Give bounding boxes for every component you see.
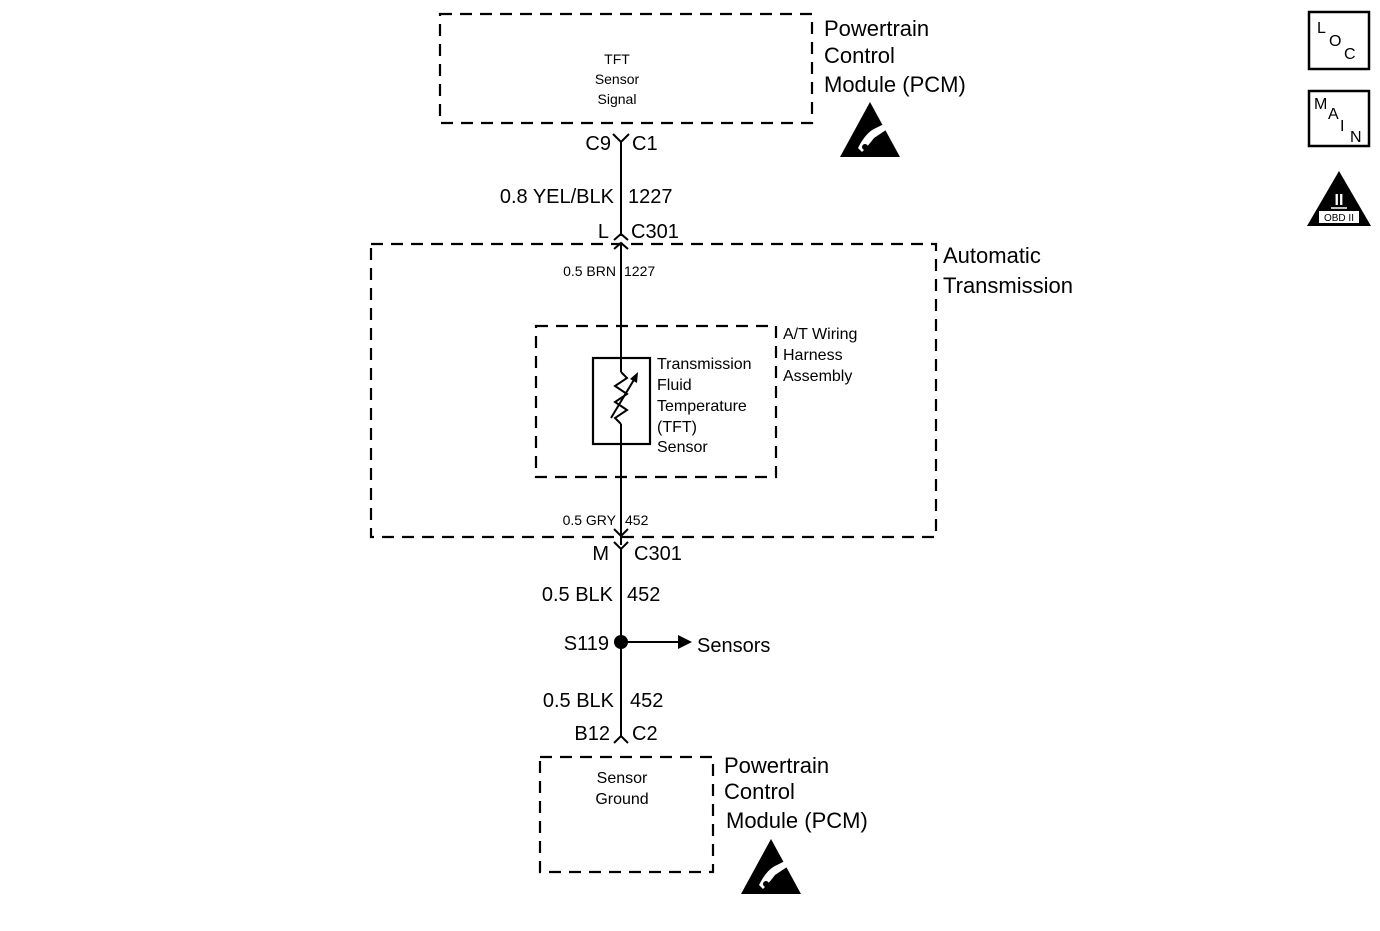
pcm-bottom-module: Sensor Ground Powertrain Control Module … xyxy=(538,753,868,894)
pcm-top-pin: C9 xyxy=(585,133,611,155)
pcm-bottom-box xyxy=(538,755,715,874)
wire-inner-bottom-gauge-color: 0.5 GRY xyxy=(563,512,617,528)
c301-bottom-pin: M xyxy=(592,543,609,565)
pcm-bottom-signal-line-1: Sensor xyxy=(597,770,648,787)
esd-warning-icon xyxy=(840,102,900,157)
wire-top-gauge-color: 0.8 YEL/BLK xyxy=(500,186,615,208)
pcm-bottom-label-line-1: Powertrain xyxy=(724,753,829,778)
harness-box xyxy=(534,324,778,479)
pcm-top-connector: C1 xyxy=(632,133,658,155)
pcm-top-module: TFT Sensor Signal Powertrain Control Mod… xyxy=(438,12,966,157)
at-wiring-harness: A/T Wiring Harness Assembly xyxy=(534,324,857,479)
pcm-top-signal-line-1: TFT xyxy=(604,51,630,67)
loc-letter-o: O xyxy=(1329,33,1341,50)
wire-inner-bottom-circuit: 452 xyxy=(625,512,649,528)
wire-inner-top-gauge-color: 0.5 BRN xyxy=(563,263,616,279)
splice-branch-label: Sensors xyxy=(697,635,770,657)
esd-warning-icon xyxy=(741,839,801,894)
wire-inner-top-circuit: 1227 xyxy=(624,263,655,279)
sensor-label-line-4: (TFT) xyxy=(657,419,697,436)
pcm-bottom-label-line-2: Control xyxy=(724,779,795,804)
automatic-transmission: Automatic Transmission xyxy=(369,242,1073,539)
harness-label-line-3: Assembly xyxy=(783,368,852,385)
main-letter-n: N xyxy=(1350,129,1362,146)
pcm-top-label-line-3: Module (PCM) xyxy=(824,72,966,97)
thermistor-arrow-head xyxy=(630,372,638,383)
wire-top-circuit: 1227 xyxy=(628,186,673,208)
transmission-box xyxy=(369,242,938,539)
c301-top-pin: L xyxy=(598,221,609,243)
splice-s119: S119 Sensors xyxy=(564,633,771,657)
transmission-label-line-1: Automatic xyxy=(943,243,1041,268)
loc-letter-l: L xyxy=(1317,20,1326,37)
pcm-top-label-line-1: Powertrain xyxy=(824,16,929,41)
tft-sensor: Transmission Fluid Temperature (TFT) Sen… xyxy=(591,356,752,456)
connector-c2-symbol xyxy=(613,734,629,744)
sensor-label-line-1: Transmission xyxy=(657,356,752,373)
splice-id: S119 xyxy=(564,633,609,655)
sensor-label-line-3: Temperature xyxy=(657,398,747,415)
main-letter-i: I xyxy=(1340,118,1344,135)
pcm-top-signal-line-3: Signal xyxy=(598,91,637,107)
thermistor-arrow xyxy=(610,377,636,419)
connector-c301-top-symbol-upper xyxy=(613,232,629,241)
pcm-bottom-label-line-3: Module (PCM) xyxy=(726,808,868,833)
obd-ii-icon[interactable]: II OBD II xyxy=(1307,171,1371,226)
harness-label-line-2: Harness xyxy=(783,347,843,364)
main-icon[interactable]: M A I N xyxy=(1307,89,1371,148)
pcm-top-label-line-2: Control xyxy=(824,43,895,68)
sensor-label-line-5: Sensor xyxy=(657,439,708,456)
pcm-bottom-signal-line-2: Ground xyxy=(595,791,648,808)
connector-c301-bottom-symbol-upper xyxy=(613,528,629,538)
pcm-bottom-connector: C2 xyxy=(632,723,658,745)
main-letter-m: M xyxy=(1314,96,1327,113)
wire-bottom-circuit: 452 xyxy=(630,690,663,712)
wire-mid-gauge-color: 0.5 BLK xyxy=(542,584,614,606)
obd-numeral: II xyxy=(1335,192,1344,209)
pcm-top-box xyxy=(438,12,814,125)
pcm-top-signal-line-2: Sensor xyxy=(595,71,640,87)
pcm-bottom-pin: B12 xyxy=(574,723,610,745)
wire-bottom-gauge-color: 0.5 BLK xyxy=(543,690,615,712)
wire-mid-circuit: 452 xyxy=(627,584,660,606)
harness-label-line-1: A/T Wiring xyxy=(783,326,857,343)
c301-top-connector: C301 xyxy=(631,221,679,243)
loc-letter-c: C xyxy=(1344,46,1356,63)
main-letter-a: A xyxy=(1328,106,1339,123)
obd-text: OBD II xyxy=(1324,213,1354,224)
sensor-label-line-2: Fluid xyxy=(657,377,692,394)
loc-icon[interactable]: L O C xyxy=(1307,10,1371,71)
transmission-label-line-2: Transmission xyxy=(943,273,1073,298)
c301-bottom-connector: C301 xyxy=(634,543,682,565)
splice-branch-arrow xyxy=(678,635,692,649)
connector-c1-symbol xyxy=(612,133,630,144)
thermistor-symbol xyxy=(613,371,629,425)
